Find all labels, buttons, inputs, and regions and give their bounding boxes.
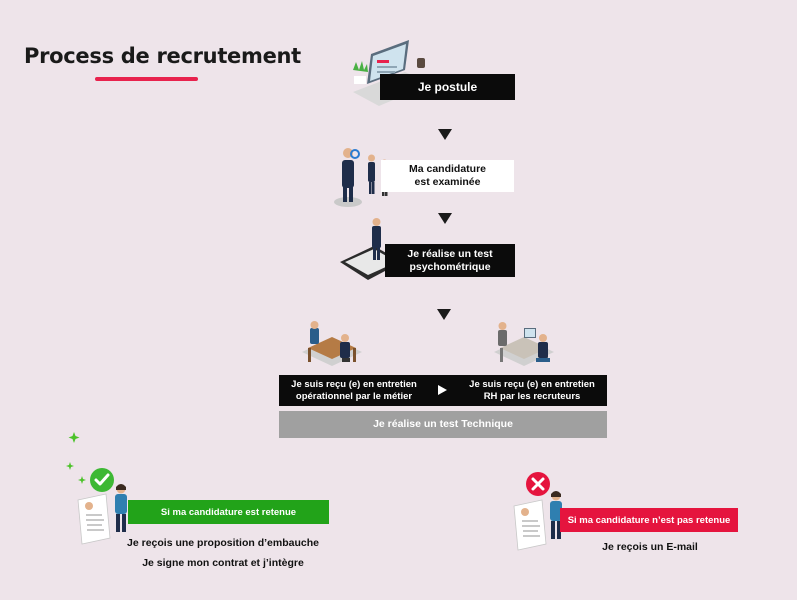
title-underline <box>95 77 198 81</box>
sparkle-icon <box>66 432 86 484</box>
step-review-label: Ma candidature est examinée <box>381 160 514 192</box>
check-icon <box>90 468 114 492</box>
step-interview-op-label: Je suis reçu (e) en entretien opérationn… <box>279 375 429 406</box>
page-title: Process de recrutement <box>24 44 301 68</box>
resume-icon-rejected <box>513 499 547 551</box>
step-interview-op-line2: opérationnel par le métier <box>295 390 413 402</box>
cross-icon <box>526 472 550 496</box>
outcome-rejected-line1: Je reçois un E-mail <box>602 541 698 553</box>
flow-arrow-down-3 <box>437 309 451 320</box>
candidate-person-icon <box>115 484 127 532</box>
step-interview-hr-line1: Je suis reçu (e) en entretien <box>469 378 595 390</box>
step-tech-test-label: Je réalise un test Technique <box>279 411 607 438</box>
resume-icon <box>77 493 111 545</box>
step-interview-hr-label: Je suis reçu (e) en entretien RH par les… <box>457 375 607 406</box>
outcome-accepted-line1: Je reçois une proposition d’embauche <box>127 537 319 549</box>
outcome-rejected-label: Si ma candidature n’est pas retenue <box>560 508 738 532</box>
flow-arrow-down-2 <box>438 213 452 224</box>
flow-arrow-down-1 <box>438 129 452 140</box>
meeting-desk-icon-hr <box>494 322 554 366</box>
flow-arrow-right <box>438 385 447 395</box>
step-interview-hr-line2: RH par les recruteurs <box>483 390 581 402</box>
step-apply-label: Je postule <box>380 74 515 100</box>
meeting-desk-icon <box>302 321 362 366</box>
step-interview-op-line1: Je suis reçu (e) en entretien <box>291 378 417 390</box>
step-test-line1: Je réalise un test <box>407 247 493 260</box>
outcome-accepted-line2: Je signe mon contrat et j’intègre <box>142 557 304 569</box>
step-review-line2: est examinée <box>414 176 481 188</box>
outcome-accepted-label: Si ma candidature est retenue <box>128 500 329 524</box>
step-test-label: Je réalise un test psychométrique <box>385 244 515 277</box>
candidate-person-icon-rejected <box>550 491 562 539</box>
step-test-line2: psychométrique <box>409 260 491 273</box>
step-review-line1: Ma candidature <box>408 163 487 175</box>
